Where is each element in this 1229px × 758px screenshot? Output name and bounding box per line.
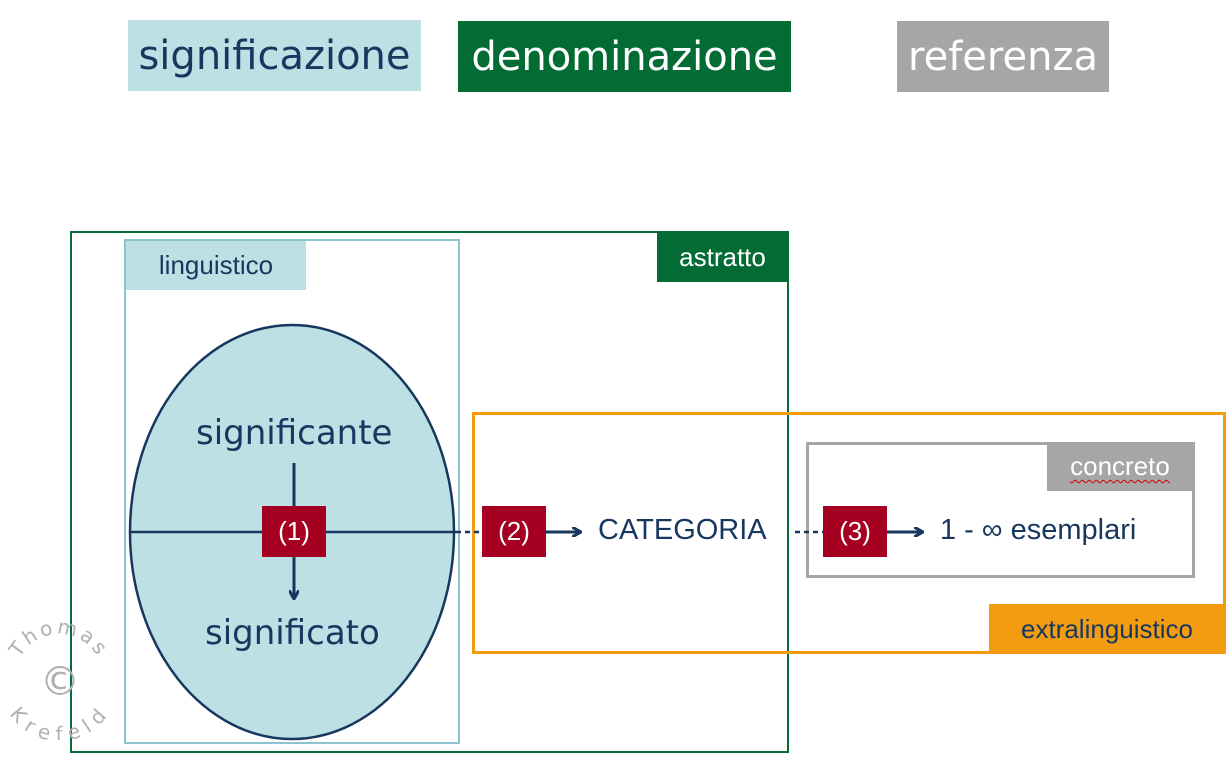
extralinguistico-label: extralinguistico: [989, 604, 1225, 654]
step-1-badge: (1): [262, 506, 326, 557]
referenza-title: referenza: [897, 21, 1109, 92]
categoria-text: CATEGORIA: [598, 514, 767, 546]
watermark-author-first: Thomas: [3, 620, 111, 662]
svg-text:Thomas: Thomas: [3, 620, 114, 662]
linguistico-frame: [124, 239, 460, 744]
astratto-frame: [70, 231, 789, 753]
svg-text:Krefeld: Krefeld: [5, 702, 113, 740]
concreto-label-text: concreto: [1070, 451, 1170, 481]
linguistico-label: linguistico: [126, 241, 306, 290]
watermark-author-last: Krefeld: [5, 702, 110, 740]
copyright-symbol: ©: [40, 659, 80, 705]
esemplari-text: 1 - ∞ esemplari: [940, 514, 1137, 546]
copyright-watermark: Thomas Krefeld ©: [3, 620, 114, 740]
significazione-title: significazione: [128, 20, 421, 91]
step-2-badge: (2): [482, 506, 546, 557]
significante-text: significante: [196, 413, 393, 453]
step-3-badge: (3): [823, 506, 887, 557]
concreto-label: concreto: [1047, 442, 1193, 491]
significato-text: significato: [205, 613, 380, 653]
denominazione-title: denominazione: [458, 21, 791, 92]
concreto-frame: [806, 442, 1195, 578]
extralinguistico-frame: [472, 412, 1226, 654]
astratto-label: astratto: [657, 233, 788, 282]
